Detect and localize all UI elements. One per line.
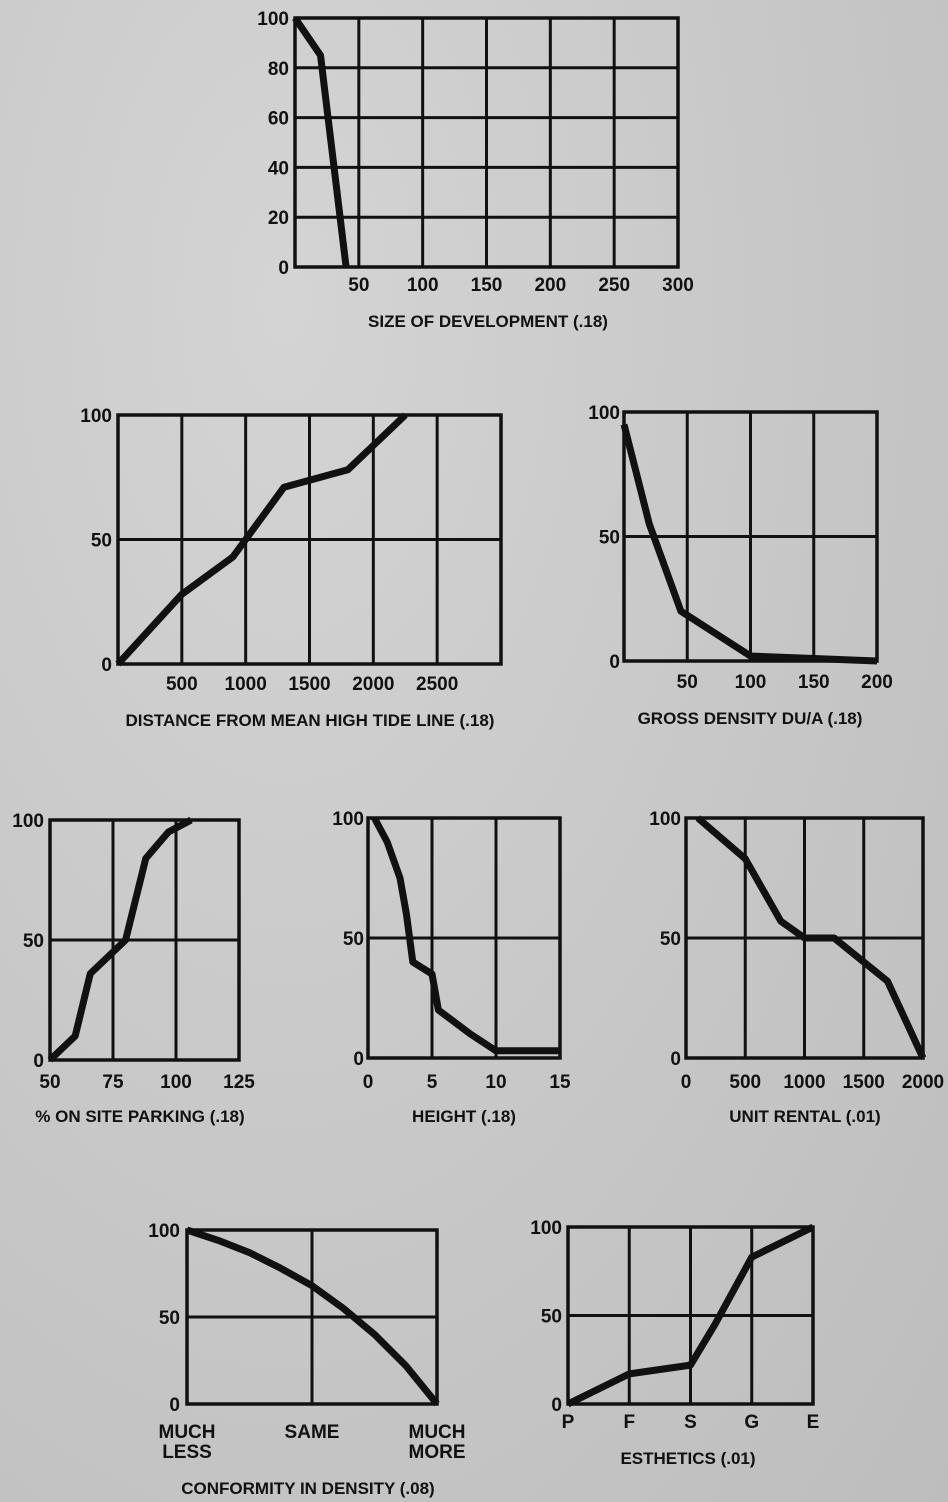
plot-frame [622,410,879,663]
x-tick-label: 50 [39,1072,60,1093]
series-line [371,816,560,1055]
x-tick-label: 1000 [783,1072,825,1093]
plot-frame [684,816,925,1060]
plot-frame [116,413,503,666]
x-tick-label: 75 [102,1072,124,1093]
series-line [695,815,927,1060]
y-tick-label: 100 [649,809,681,830]
x-tick-label: E [807,1412,820,1433]
y-tick-label: 0 [609,652,620,673]
x-tick-label: 100 [160,1072,192,1093]
y-tick-label: 100 [332,809,364,830]
series-line [47,816,193,1063]
y-tick-label: 0 [278,258,289,279]
x-tick-label: G [744,1412,759,1433]
y-tick-label: 0 [551,1395,562,1416]
x-axis-caption: GROSS DENSITY DU/A (.18) [638,709,863,728]
x-tick-label: 200 [534,275,566,296]
x-tick-label: 1500 [843,1072,885,1093]
y-tick-label: 20 [268,208,289,229]
x-axis-caption: ESTHETICS (.01) [620,1449,755,1468]
x-tick-label: 50 [677,672,698,693]
series-line [185,1226,440,1407]
y-tick-label: 100 [588,403,620,424]
x-axis-caption: % ON SITE PARKING (.18) [35,1107,244,1126]
x-tick-label: 125 [223,1072,255,1093]
x-tick-label: 150 [798,672,830,693]
x-tick-label: 2000 [352,674,394,695]
y-tick-label: 50 [660,929,681,950]
plot-frame [293,16,680,269]
series-line [566,1223,815,1408]
y-tick-label: 40 [268,158,289,179]
y-tick-label: 0 [101,655,112,676]
y-tick-label: 0 [670,1049,681,1070]
x-tick-label: 200 [861,672,893,693]
x-tick-label: 5 [427,1072,438,1093]
y-tick-label: 50 [599,528,620,549]
y-tick-label: 50 [541,1307,562,1328]
x-tick-label: 15 [549,1072,571,1093]
plot-frame [48,818,241,1062]
x-tick-label: 1000 [225,674,267,695]
y-tick-label: 100 [12,811,44,832]
x-tick-label: 0 [681,1072,692,1093]
plot-frame [185,1228,439,1406]
y-tick-label: 50 [91,531,112,552]
x-tick-label: P [562,1412,575,1433]
y-tick-label: 80 [268,59,289,80]
x-tick-label: 2500 [416,674,458,695]
x-axis-caption: HEIGHT (.18) [412,1107,516,1126]
x-axis-caption: UNIT RENTAL (.01) [729,1107,880,1126]
x-tick-label: 100 [735,672,767,693]
x-tick-label: 250 [598,275,630,296]
x-tick-label: 10 [485,1072,506,1093]
y-tick-label: 100 [257,9,289,30]
x-tick-label: 2000 [902,1072,944,1093]
x-tick-label: F [623,1412,635,1433]
x-tick-label: 0 [363,1072,374,1093]
x-tick-label: S [684,1412,697,1433]
x-tick-label: 50 [348,275,369,296]
x-axis-caption: SIZE OF DEVELOPMENT (.18) [368,312,608,331]
y-tick-label: 0 [169,1395,180,1416]
x-tick-label: 1500 [288,674,330,695]
plot-frame [566,1225,815,1406]
x-tick-label: 100 [407,275,439,296]
series-line [115,412,408,667]
y-tick-label: 100 [80,406,112,427]
x-tick-label: 300 [662,275,694,296]
series-line [620,423,878,665]
x-tick-label: 150 [471,275,503,296]
x-tick-label: 500 [166,674,198,695]
y-tick-label: 60 [268,109,289,130]
y-tick-label: 0 [33,1051,44,1072]
y-tick-label: 50 [159,1308,180,1329]
y-tick-label: 100 [530,1218,562,1239]
x-axis-caption: CONFORMITY IN DENSITY (.08) [181,1479,434,1498]
plot-frame [366,816,562,1060]
y-tick-label: 100 [148,1221,180,1242]
y-tick-label: 50 [23,931,44,952]
x-tick-label: 500 [729,1072,761,1093]
x-tick-label: SAME [285,1422,340,1443]
y-tick-label: 0 [353,1049,364,1070]
x-axis-caption: DISTANCE FROM MEAN HIGH TIDE LINE (.18) [126,711,495,730]
series-line [292,16,350,268]
y-tick-label: 50 [343,929,364,950]
